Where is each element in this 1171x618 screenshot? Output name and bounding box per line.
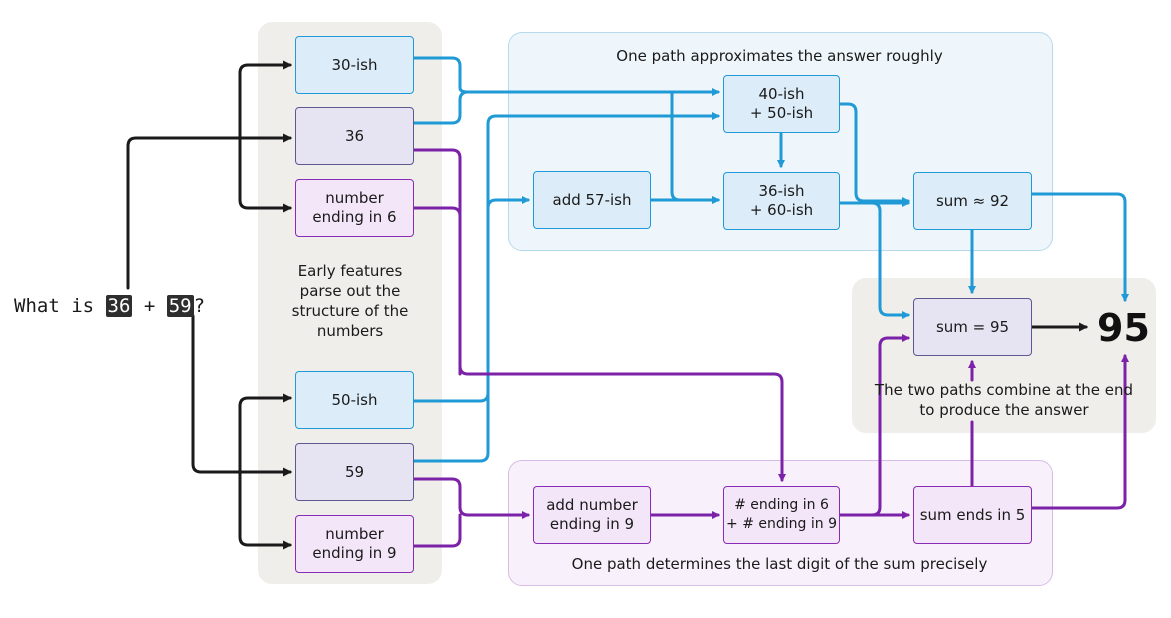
wire-sumends5-answer [1030, 354, 1129, 510]
question-operand-b: 59 [166, 295, 194, 317]
node-add-57ish: add 57-ish [533, 171, 651, 229]
node-number-ending-6: number ending in 6 [295, 179, 414, 237]
wire-q59-trunk [191, 314, 242, 474]
wire-merge-3660 [670, 90, 720, 204]
wire-ending9-merge [412, 513, 462, 548]
approx-path-label: One path approximates the answer roughly [616, 47, 943, 65]
wire-30ish-merge [412, 56, 470, 94]
combine-label: The two paths combine at the end to prod… [874, 381, 1134, 419]
wire-ending69-sum95 [838, 334, 910, 517]
question-text: What is 36 + 59? [14, 294, 205, 318]
node-sum-approx-92: sum ≈ 92 [913, 172, 1032, 230]
wire-3660-sum95 [838, 201, 910, 319]
wire-q36-30ish [238, 60, 292, 140]
wire-q59-ending9 [238, 470, 292, 550]
wire-36-ending-sum [412, 148, 786, 482]
node-sum-ends-in-5: sum ends in 5 [913, 486, 1032, 544]
final-answer: 95 [1097, 306, 1150, 350]
node-59: 59 [295, 443, 414, 501]
node-36: 36 [295, 107, 414, 165]
wire-59-addending9 [412, 477, 530, 519]
node-40ish-plus-50ish: 40-ish + 50-ish [723, 75, 840, 133]
node-number-ending-9: number ending in 9 [295, 515, 414, 573]
wire-59-add57 [412, 196, 530, 463]
node-30ish: 30-ish [295, 36, 414, 94]
question-plus: + [132, 295, 167, 317]
wire-q36-trunk [126, 136, 242, 290]
node-36ish-plus-60ish: 36-ish + 60-ish [723, 172, 840, 230]
node-ending-6-plus-ending-9: # ending in 6 + # ending in 9 [723, 486, 840, 544]
question-prefix: What is [14, 295, 106, 317]
question-suffix: ? [193, 295, 206, 317]
node-sum-95: sum = 95 [913, 298, 1032, 356]
precise-path-label: One path determines the last digit of th… [571, 555, 988, 573]
wire-ending6-trunk [412, 206, 462, 376]
wire-q59-50ish [238, 393, 292, 474]
early-features-label: Early features parse out the structure o… [291, 262, 409, 340]
wire-4050-sum92 [838, 102, 910, 205]
wire-q36-ending6 [238, 136, 292, 213]
node-50ish: 50-ish [295, 371, 414, 429]
wire-sum92-answer [1030, 192, 1129, 302]
wire-36-merge [412, 90, 470, 125]
question-operand-a: 36 [105, 295, 133, 317]
node-add-number-ending-9: add number ending in 9 [533, 486, 651, 544]
